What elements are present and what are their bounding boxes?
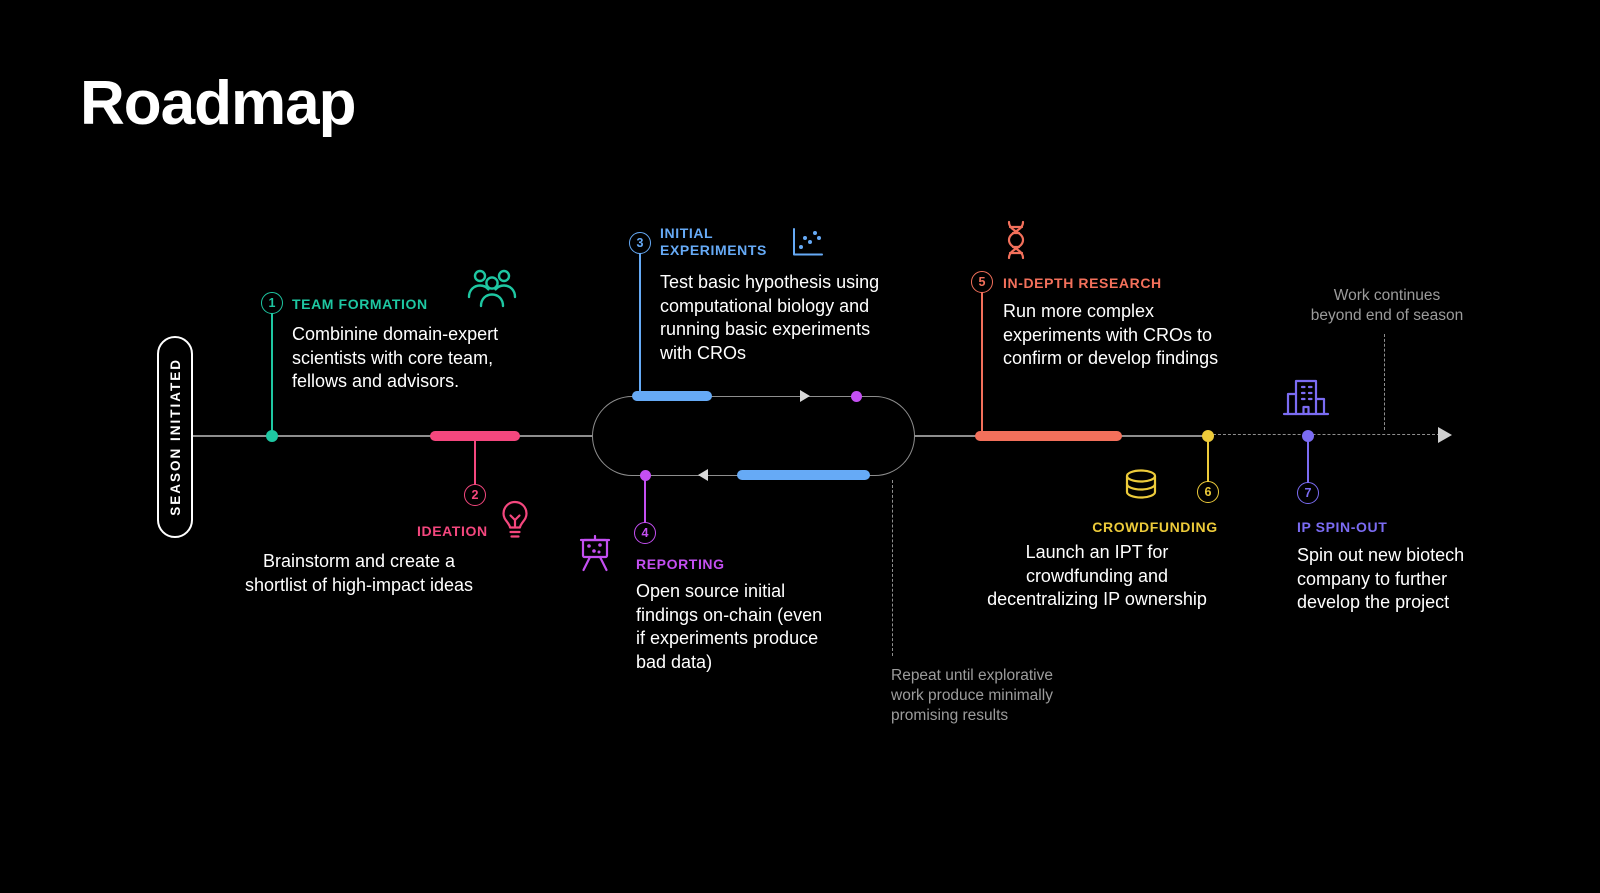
step4-label: REPORTING [636,556,725,572]
presentation-board-icon [578,534,612,574]
loop-bottom-highlight [737,470,870,480]
step3-label: INITIAL EXPERIMENTS [660,225,767,258]
scatter-chart-icon [791,226,825,258]
step4-node [640,470,651,481]
step6-connector [1207,438,1209,492]
step1-node [266,430,278,442]
season-initiated-label: SEASON INITIATED [167,358,183,516]
step1-number-badge: 1 [261,292,283,314]
step5-connector [981,282,983,436]
step7-node [1302,430,1314,442]
step6-label: CROWDFUNDING [1092,519,1218,535]
step5-highlight [975,431,1122,441]
continue-note: Work continues beyond end of season [1310,287,1464,324]
page-title: Roadmap [80,69,356,138]
season-initiated-capsule: SEASON INITIATED [157,336,193,538]
step5-description: Run more complex experiments with CROs t… [1003,301,1219,368]
step4-description: Open source initial findings on-chain (e… [636,581,823,672]
step4-number-badge: 4 [634,522,656,544]
step5-label: IN-DEPTH RESEARCH [1003,275,1162,291]
step7-number-badge: 7 [1297,482,1319,504]
loop-top-highlight [632,391,712,401]
step1-connector [271,303,273,436]
step6-number-badge: 6 [1197,481,1219,503]
step6-description: Launch an IPT for crowdfunding and decen… [987,542,1207,609]
step2-label: IDEATION [417,523,488,539]
team-icon [466,266,518,308]
loop-back-arrow-icon [698,469,708,481]
lightbulb-icon [500,500,530,540]
step3-number-badge: 3 [629,232,651,254]
step3-description: Test basic hypothesis using computationa… [660,272,880,363]
timeline-end-arrow-icon [1438,427,1452,443]
step2-description: Brainstorm and create a shortlist of hig… [244,551,474,595]
step7-description: Spin out new biotech company to further … [1297,545,1465,612]
iteration-loop-outline [592,396,915,476]
repeat-note-connector [892,480,893,656]
continue-note-connector [1384,334,1385,430]
loop-forward-arrow-icon [800,390,810,402]
dna-icon [1000,220,1032,260]
step4-connector [644,476,646,533]
step1-description: Combinine domain-expert scientists with … [292,324,499,391]
step5-number-badge: 5 [971,271,993,293]
step1-label: TEAM FORMATION [292,296,428,312]
coins-icon [1120,468,1166,506]
loop-top-node [851,391,862,402]
step7-label: IP SPIN-OUT [1297,519,1388,535]
step2-highlight [430,431,520,441]
step3-connector [639,243,641,397]
building-icon [1282,374,1330,420]
step2-connector [474,438,476,495]
timeline-dashed-segment [1208,434,1440,435]
step7-connector [1307,438,1309,493]
step6-node [1202,430,1214,442]
repeat-note: Repeat until explorative work produce mi… [891,667,1053,724]
timeline-segment-1 [193,435,592,437]
step2-number-badge: 2 [464,484,486,506]
